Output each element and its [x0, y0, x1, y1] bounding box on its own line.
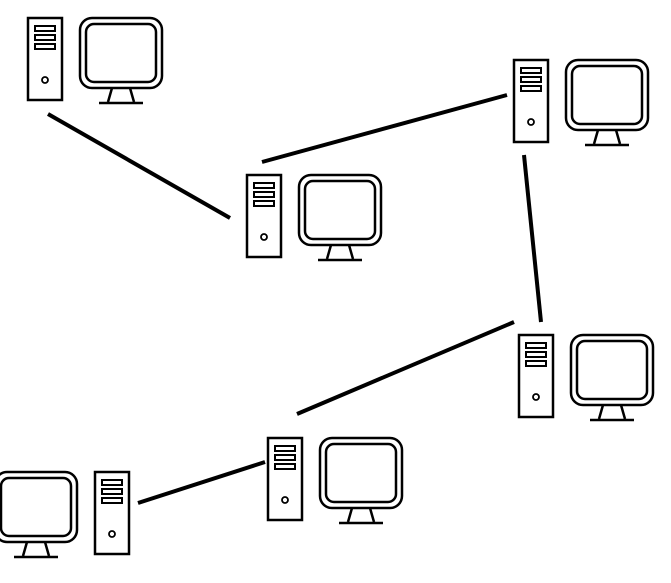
pc-tower-icon	[93, 470, 131, 556]
computer-node-pc-bottom-left	[0, 470, 131, 559]
computer-node-pc-top-right	[512, 58, 650, 147]
network-nodes	[0, 16, 655, 559]
computer-node-pc-bottom-center	[266, 436, 404, 525]
monitor-icon	[297, 173, 383, 262]
network-link	[522, 154, 543, 323]
network-links	[47, 93, 543, 505]
pc-tower-icon	[26, 16, 64, 102]
monitor-icon	[78, 16, 164, 105]
pc-tower-icon	[517, 333, 555, 419]
pc-tower-icon	[245, 173, 283, 259]
monitor-icon	[318, 436, 404, 525]
monitor-icon	[569, 333, 655, 422]
computer-node-pc-top-left	[26, 16, 164, 105]
pc-tower-icon	[512, 58, 550, 144]
network-link	[261, 93, 508, 164]
network-link	[137, 460, 266, 505]
monitor-icon	[0, 470, 79, 559]
monitor-icon	[564, 58, 650, 147]
network-link	[296, 320, 515, 416]
computer-node-pc-center	[245, 173, 383, 262]
computer-node-pc-middle-right	[517, 333, 655, 422]
pc-tower-icon	[266, 436, 304, 522]
network-link	[47, 112, 231, 220]
